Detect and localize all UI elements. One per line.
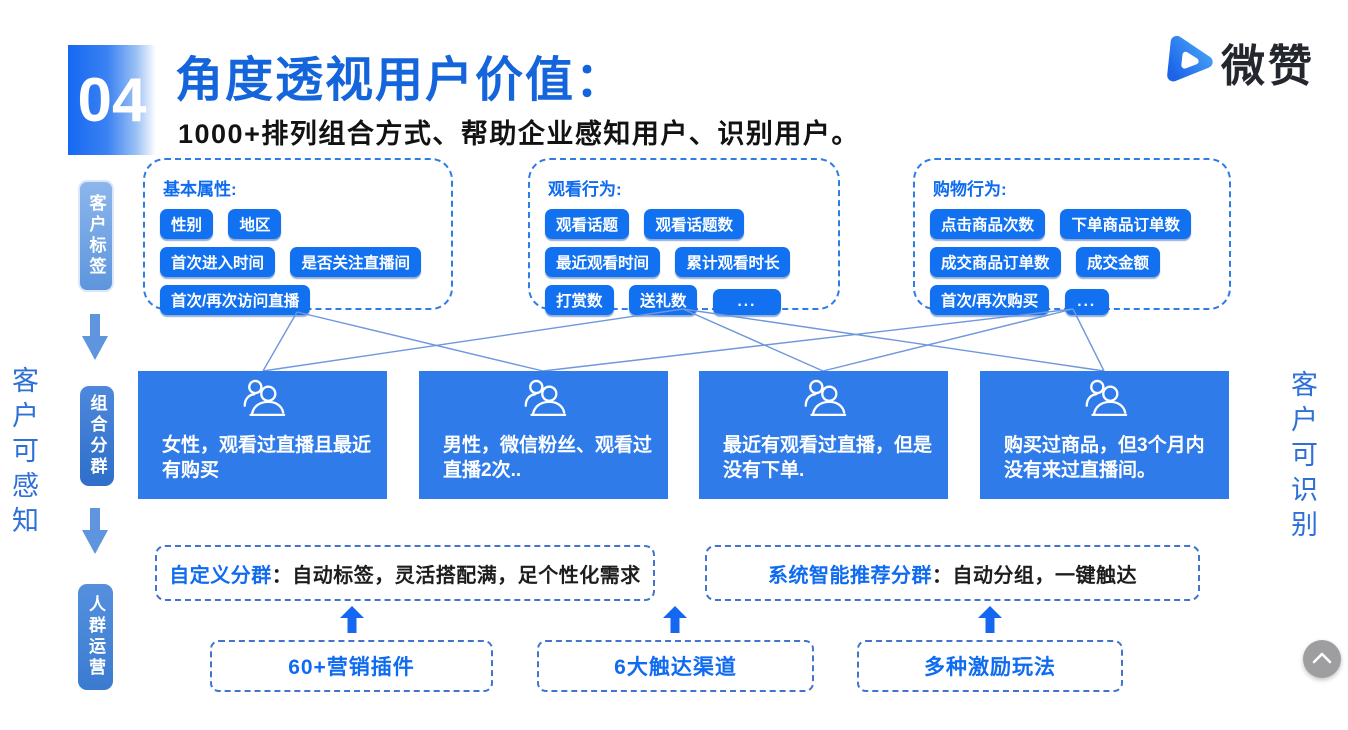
side-label-perceivable: 客户可感知	[8, 366, 38, 541]
segment-card: 男性，微信粉丝、观看过直播2次..	[419, 371, 668, 499]
tag-group-basic-attributes: 基本属性: 性别 地区 首次进入时间 是否关注直播间 首次/再次访问直播	[143, 158, 453, 315]
tag-deal-amount: 成交金额	[1075, 247, 1160, 277]
method-smart-recommend-grouping: 系统智能推荐分群：自动分组，一键触达	[705, 545, 1200, 601]
users-icon	[799, 377, 849, 426]
tag-product-clicks: 点击商品次数	[930, 209, 1046, 239]
segment-card: 购买过商品，但3个月内没有来过直播间。	[980, 371, 1229, 499]
tag-ordered-count: 下单商品订单数	[1060, 209, 1191, 239]
method-custom-grouping: 自定义分群：自动标签，灵活搭配满，足个性化需求	[155, 545, 655, 601]
tag-deal-order-count: 成交商品订单数	[930, 247, 1061, 277]
tag-watched-topic-count: 观看话题数	[644, 209, 744, 239]
tag-more: ...	[712, 289, 781, 315]
tag-row: 最近观看时间 累计观看时长	[545, 247, 823, 277]
tag-region: 地区	[228, 209, 282, 239]
segment-description: 男性，微信粉丝、观看过直播2次..	[443, 435, 653, 482]
users-icon	[519, 377, 569, 426]
method-label: 自定义分群	[169, 564, 272, 587]
segment-card: 女性，观看过直播且最近有购买	[138, 371, 387, 499]
method-description: ：自动分组，一键触达	[932, 564, 1137, 587]
arrow-up-icon	[663, 606, 687, 638]
segment-description: 女性，观看过直播且最近有购买	[162, 435, 372, 482]
rail-step-audience-operation: 人群运营	[78, 584, 113, 690]
capability-reach-channels: 6大触达渠道	[537, 640, 814, 692]
tag-group-watch-behavior: 观看行为: 观看话题 观看话题数 最近观看时间 累计观看时长 打赏数 送礼数 .…	[528, 158, 840, 315]
method-label: 系统智能推荐分群	[768, 564, 932, 587]
tag-recent-watch-time: 最近观看时间	[545, 247, 661, 277]
tag-gender: 性别	[160, 209, 214, 239]
logo-text: 微赞	[1221, 42, 1315, 91]
capability-incentive-plays: 多种激励玩法	[857, 640, 1123, 692]
page-title: 角度透视用户价值：	[175, 54, 626, 107]
rail-step-customer-tags: 客户标签	[78, 180, 114, 292]
tag-first-repeat-visit: 首次/再次访问直播	[160, 285, 311, 315]
tag-more: ...	[1064, 289, 1109, 315]
tag-group-title: 基本属性:	[163, 180, 237, 199]
tag-row: 成交商品订单数 成交金额	[930, 247, 1214, 277]
tag-follows-liveroom: 是否关注直播间	[290, 247, 421, 277]
tag-group-title: 观看行为:	[548, 180, 622, 199]
tag-row: 点击商品次数 下单商品订单数	[930, 209, 1214, 239]
chevron-up-icon	[1312, 652, 1332, 667]
scroll-to-top-button[interactable]	[1303, 640, 1341, 678]
arrow-up-icon	[978, 606, 1002, 638]
tag-row: 观看话题 观看话题数	[545, 209, 823, 239]
tag-watched-topics: 观看话题	[545, 209, 630, 239]
segment-description: 购买过商品，但3个月内没有来过直播间。	[1004, 435, 1205, 482]
users-icon	[238, 377, 288, 426]
tag-group-shopping-behavior: 购物行为: 点击商品次数 下单商品订单数 成交商品订单数 成交金额 首次/再次购…	[913, 158, 1231, 315]
tag-row: 首次/再次访问直播	[160, 285, 436, 315]
weizan-logo[interactable]: 微赞	[1160, 30, 1315, 94]
page-subtitle: 1000+排列组合方式、帮助企业感知用户、识别用户。	[178, 119, 860, 149]
tag-row: 首次进入时间 是否关注直播间	[160, 247, 436, 277]
capability-marketing-plugins: 60+营销插件	[210, 640, 493, 692]
tag-first-entry-time: 首次进入时间	[160, 247, 276, 277]
arrow-down-icon	[82, 314, 108, 365]
tag-reward-count: 打赏数	[545, 285, 614, 315]
section-number-badge: 04	[68, 45, 156, 155]
tag-group-title: 购物行为:	[933, 180, 1007, 199]
side-label-identifiable: 客户可识别	[1287, 370, 1317, 545]
connector-lines	[262, 308, 1105, 372]
arrow-down-icon	[82, 508, 108, 559]
rail-step-combined-grouping: 组合分群	[80, 386, 114, 486]
method-description: ：自动标签，灵活搭配满，足个性化需求	[271, 564, 641, 587]
tag-row: 首次/再次购买 ...	[930, 285, 1214, 315]
tag-row: 性别 地区	[160, 209, 436, 239]
segment-card: 最近有观看过直播，但是没有下单.	[699, 371, 948, 499]
tag-total-watch-duration: 累计观看时长	[675, 247, 791, 277]
segment-description: 最近有观看过直播，但是没有下单.	[723, 435, 933, 482]
tag-first-repeat-purchase: 首次/再次购买	[930, 285, 1050, 315]
play-icon	[1160, 32, 1216, 93]
arrow-up-icon	[340, 606, 364, 638]
users-icon	[1080, 377, 1130, 426]
